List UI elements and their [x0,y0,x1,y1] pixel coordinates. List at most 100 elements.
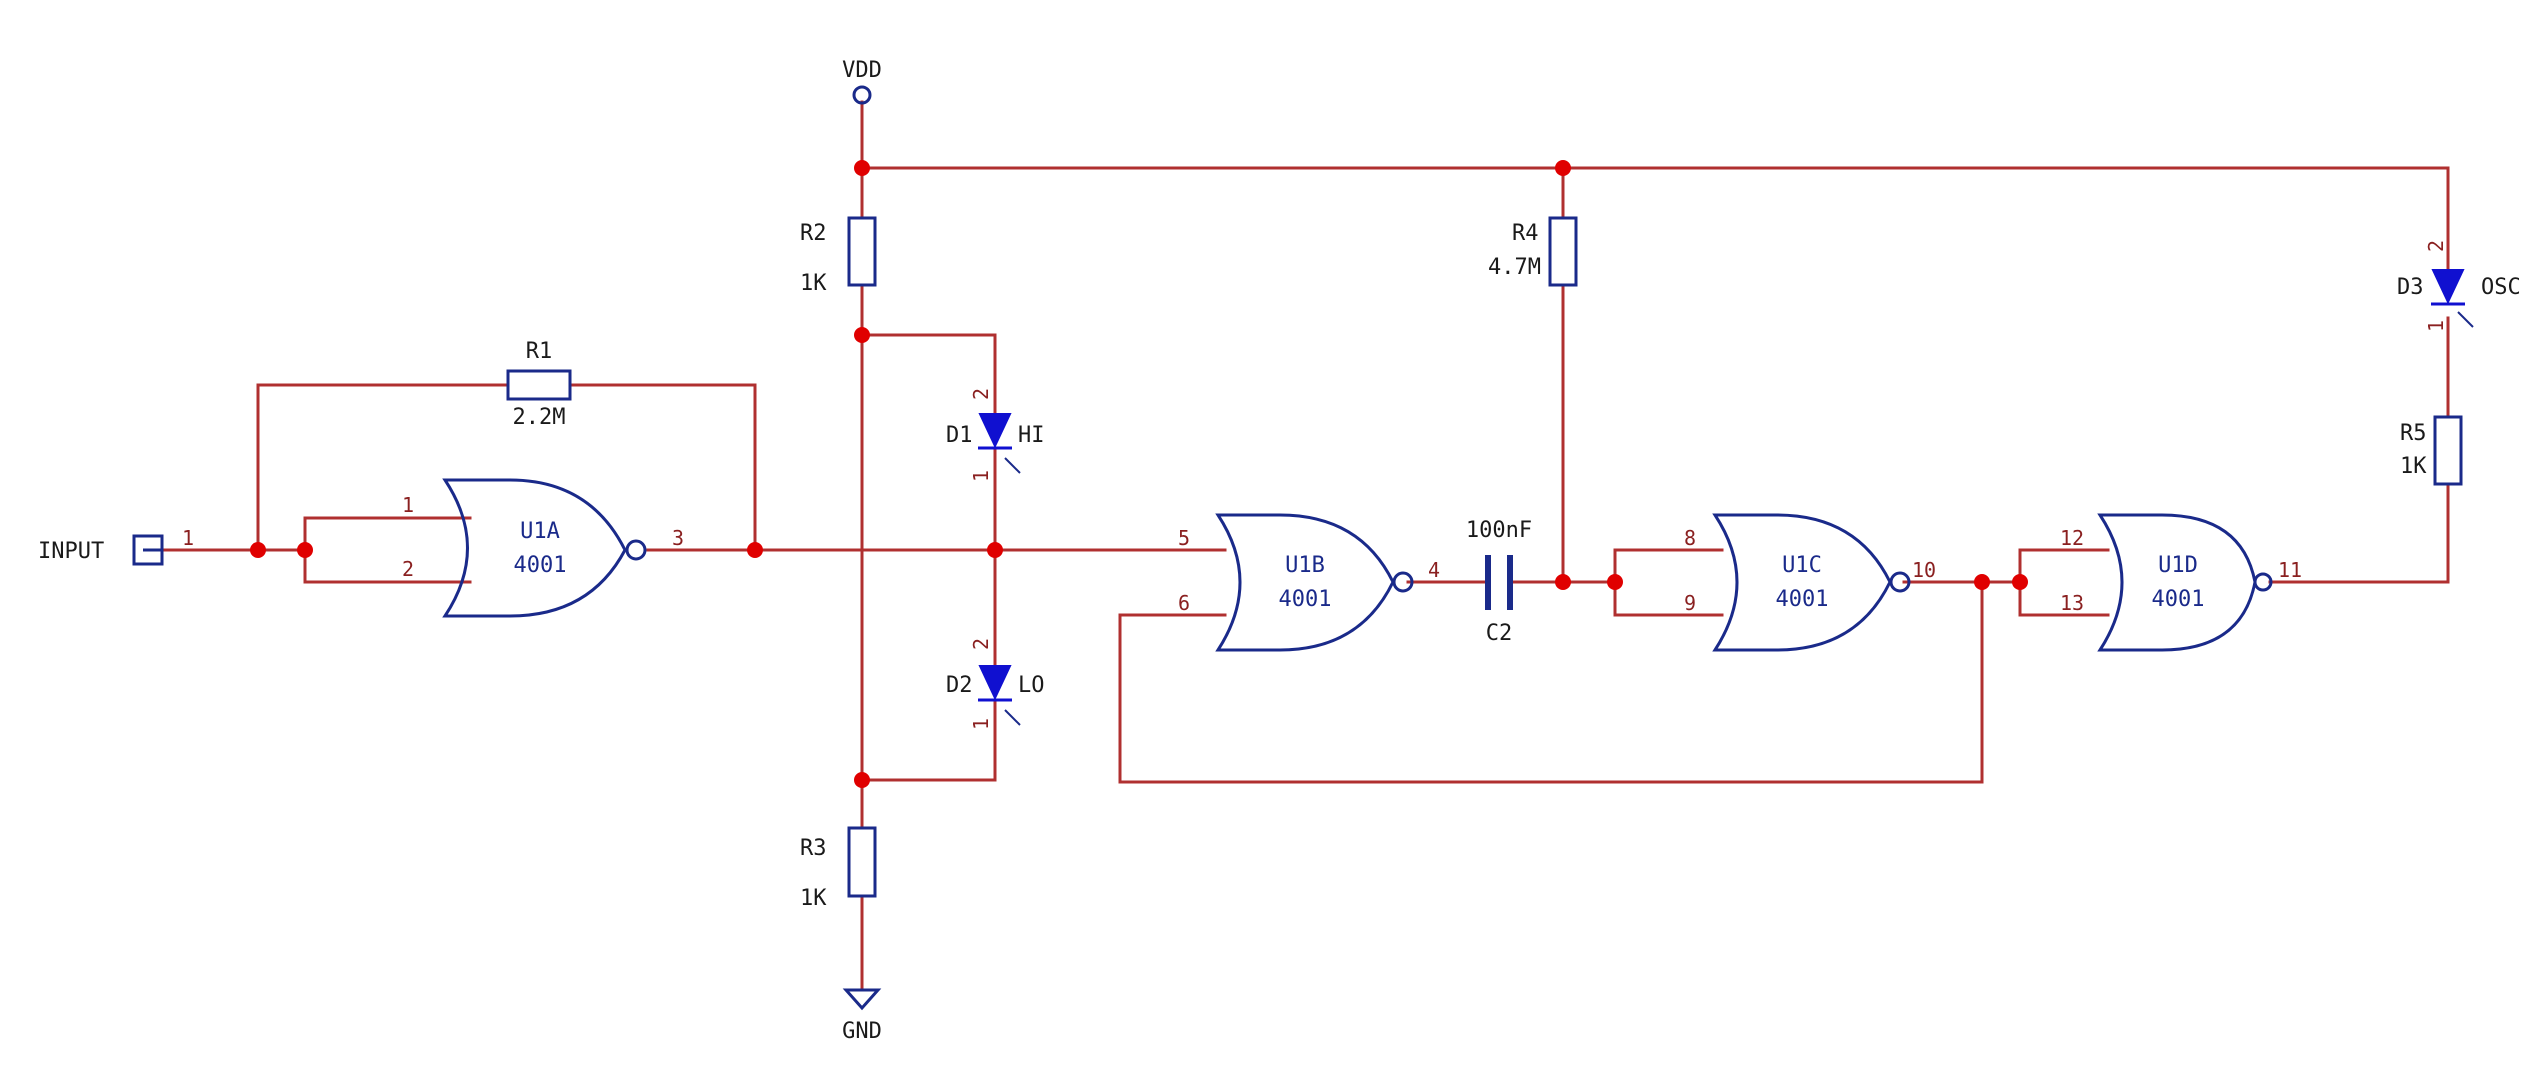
led-triangle-icon [978,665,1012,701]
u1a-pin-in1: 1 [402,493,414,517]
u1d-pin-out: 11 [2278,558,2302,582]
nor-gate-u1a: U1A 4001 1 2 3 [402,478,684,618]
u1d-ref: U1D [2158,553,2198,578]
r1-value: 2.2M [513,405,566,430]
gnd-symbol: GND [842,988,882,1044]
u1b-part: 4001 [1279,587,1332,612]
ground-icon [842,988,882,1011]
light-emission-icon [1004,457,1021,474]
u1c-part: 4001 [1776,587,1829,612]
resistor-r2: R2 1K [800,216,877,296]
r2-value: 1K [800,271,827,296]
inverter-bubble [1889,571,1911,593]
d2-ref: D2 [946,673,973,698]
inverter-bubble [2253,572,2273,592]
input-pin-number: 1 [182,526,194,550]
u1d-pin-in2: 13 [2060,591,2084,615]
d3-ref: D3 [2397,275,2424,300]
led-d3: 2 1 D3 OSC [2397,240,2521,332]
r4-value: 4.7M [1488,255,1541,280]
c2-ref: C2 [1486,621,1513,646]
r3-value: 1K [800,886,827,911]
r4-ref: R4 [1512,221,1539,246]
nor-gate-icon [2097,513,2257,652]
d1-ref: D1 [946,423,973,448]
u1c-ref: U1C [1782,553,1822,578]
u1c-pin-in2: 9 [1684,591,1696,615]
input-connector: INPUT 1 [38,526,194,566]
junction-dot [854,772,870,788]
u1b-pin-out: 4 [1428,558,1440,582]
resistor-r3: R3 1K [800,826,877,911]
d2-name: LO [1018,673,1045,698]
r2-ref: R2 [800,221,827,246]
r1-ref: R1 [526,339,553,364]
inverter-bubble [1392,571,1414,593]
u1d-pin-in1: 12 [2060,526,2084,550]
nor-gate-icon [442,478,627,618]
led-d1: 2 1 D1 HI [946,388,1045,482]
d3-name: OSC [2481,275,2521,300]
u1c-pin-in1: 8 [1684,526,1696,550]
vdd-label: VDD [842,58,882,83]
d1-pin-cathode: 1 [969,470,993,482]
junction-dot [1555,160,1571,176]
light-emission-icon [1004,709,1021,726]
nor-gate-u1b: U1B 4001 5 6 4 [1178,513,1440,652]
u1a-pin-in2: 2 [402,557,414,581]
r5-ref: R5 [2400,421,2427,446]
nor-gate-u1c: U1C 4001 8 9 10 [1684,513,1936,652]
nor-gate-icon [1215,513,1395,652]
u1a-part: 4001 [514,553,567,578]
r5-value: 1K [2400,454,2427,479]
led-triangle-icon [978,413,1012,449]
d2-pin-anode: 2 [969,638,993,650]
junction-dot [854,160,870,176]
resistor-r5: R5 1K [2400,415,2463,486]
vdd-terminal-icon [852,85,872,105]
u1b-pin-in2: 6 [1178,591,1190,615]
junction-dot [1607,574,1623,590]
input-label: INPUT [38,539,104,564]
gnd-label: GND [842,1019,882,1044]
nor-gate-icon [1712,513,1892,652]
u1c-pin-out: 10 [1912,558,1936,582]
junction-dot [297,542,313,558]
junction-dot [854,327,870,343]
resistor-body [1548,216,1578,287]
d1-name: HI [1018,423,1045,448]
u1b-ref: U1B [1285,553,1325,578]
junction-dot [250,542,266,558]
d3-pin-anode: 2 [2424,240,2448,252]
nor-gate-u1d: U1D 4001 12 13 11 [2060,513,2302,652]
capacitor-c2: 100nF C2 [1466,518,1532,646]
junction-dot [987,542,1003,558]
resistor-body [2433,415,2463,486]
led-triangle-icon [2431,269,2465,305]
u1a-ref: U1A [520,519,560,544]
resistor-body [847,826,877,898]
u1a-pin-out: 3 [672,526,684,550]
resistor-body [506,369,572,401]
d2-pin-cathode: 1 [969,718,993,730]
light-emission-icon [2457,311,2474,328]
inverter-bubble [625,539,647,561]
junction-dot [2012,574,2028,590]
c2-value: 100nF [1466,518,1532,543]
u1b-pin-in1: 5 [1178,526,1190,550]
wires [160,100,2450,992]
junction-dot [1974,574,1990,590]
junctions [250,160,2028,788]
resistor-body [847,216,877,287]
d3-pin-cathode: 1 [2424,320,2448,332]
led-d2: 2 1 D2 LO [946,638,1045,730]
r3-ref: R3 [800,836,827,861]
u1d-part: 4001 [2152,587,2205,612]
resistor-r4: R4 4.7M [1488,216,1578,287]
junction-dot [747,542,763,558]
d1-pin-anode: 2 [969,388,993,400]
junction-dot [1555,574,1571,590]
vdd-symbol: VDD [842,58,882,105]
resistor-r1: R1 2.2M [506,339,572,430]
